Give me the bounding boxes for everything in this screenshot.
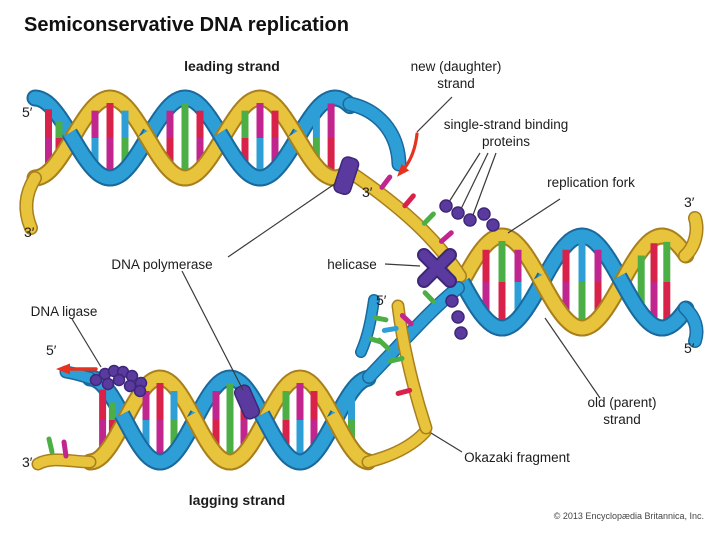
label-new-daughter-strand: new (daughter) strand <box>410 59 502 92</box>
label-old-parent-strand: old (parent) strand <box>587 395 657 428</box>
label-lagging-strand: lagging strand <box>188 492 286 508</box>
label-okazaki-fragment: Okazaki fragment <box>464 450 570 465</box>
prime-3-left: 3′ <box>24 224 35 240</box>
prime-3-bottom-left: 3′ <box>22 454 33 470</box>
prime-3-daughter-end: 3′ <box>362 184 373 200</box>
prime-5-okazaki: 5′ <box>376 292 387 308</box>
label-dna-ligase: DNA ligase <box>30 304 98 319</box>
label-helicase: helicase <box>327 257 377 272</box>
prime-3-right-top: 3′ <box>684 194 695 210</box>
copyright-credit: © 2013 Encyclopædia Britannica, Inc. <box>553 511 704 521</box>
label-replication-fork: replication fork <box>547 175 635 190</box>
prime-5-top-left: 5′ <box>22 104 33 120</box>
diagram-title: Semiconservative DNA replication <box>24 14 349 36</box>
prime-5-ligase: 5′ <box>46 342 57 358</box>
prime-5-right-bottom: 5′ <box>684 340 695 356</box>
label-leading-strand: leading strand <box>184 58 280 74</box>
label-dna-polymerase: DNA polymerase <box>111 257 213 272</box>
label-single-strand-binding-proteins: single-strand binding proteins <box>443 117 569 150</box>
